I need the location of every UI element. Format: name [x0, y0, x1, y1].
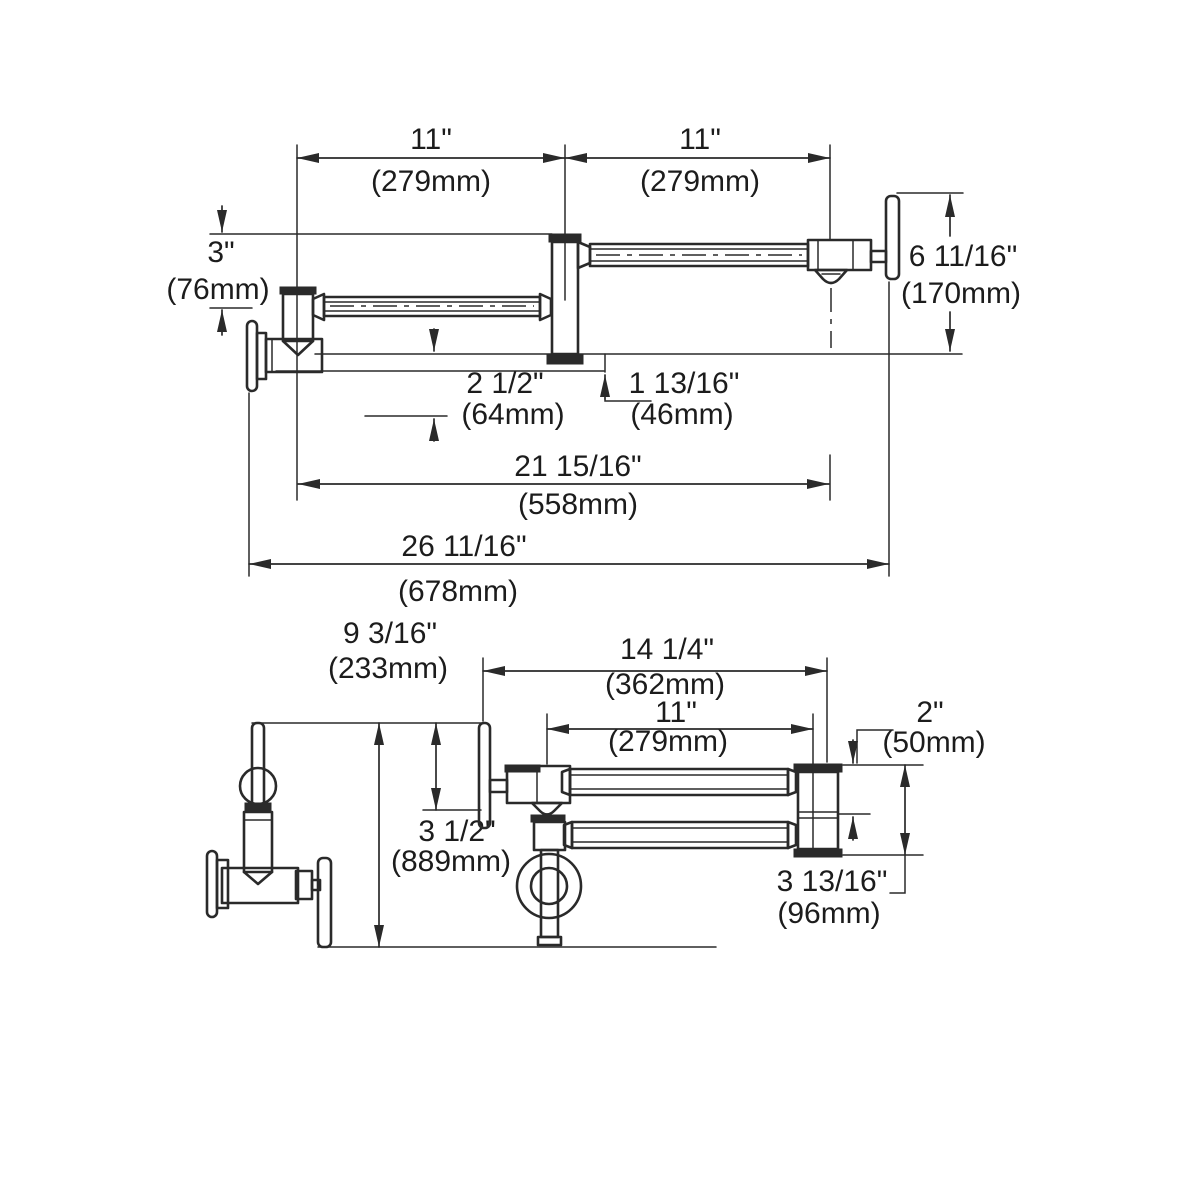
spout-ring-inner: [529, 866, 569, 906]
upper-arm-pipe: [568, 767, 790, 797]
lever-handle: [884, 194, 901, 281]
pipe-collar: [786, 767, 798, 797]
wall-flange: [205, 849, 219, 919]
pipe-collar: [786, 820, 798, 850]
plan-view-drawing: 11" (279mm) 11" (279mm) 3" (76mm) 6 11/1…: [166, 123, 1021, 608]
spout-tip: [536, 935, 563, 947]
dim-arm1-inches: 11": [410, 123, 452, 156]
dim-joint-spacing-inches: 2": [916, 696, 943, 729]
elbow-base-cap: [546, 353, 584, 365]
spout-nozzle: [530, 801, 564, 816]
dim-overall-height-inches: 9 3/16": [343, 617, 437, 650]
elbow-bottom-cap: [793, 848, 843, 858]
flange-collar: [215, 858, 230, 910]
dim-spout-clearance-mm: (46mm): [630, 398, 733, 431]
dim-joint-height-inches: 3 13/16": [777, 865, 888, 898]
spout-nozzle: [813, 268, 849, 285]
dim-joint-spacing-mm: (50mm): [882, 726, 985, 759]
folded-lever-handle: [477, 721, 492, 830]
lower-arm-pipe: [570, 820, 790, 850]
dim-folded-projection-inches: 14 1/4": [620, 633, 714, 666]
bonnet-nut: [244, 802, 272, 813]
dim-handle-drop-mm: (889mm): [391, 845, 511, 878]
dim-body-clearance-mm: (64mm): [461, 398, 564, 431]
flange-collar: [255, 331, 268, 381]
dim-handle-height-mm: (170mm): [901, 277, 1021, 310]
side-faucet: [205, 721, 843, 949]
dim-handle-drop-inches: 3 1/2": [418, 815, 495, 848]
wall-flange: [245, 319, 259, 393]
riser-chamfer: [242, 870, 274, 886]
leader-line: [889, 854, 906, 894]
riser-chamfer: [281, 339, 315, 357]
riser-tee: [281, 292, 315, 343]
dim-center-reach-mm: (558mm): [518, 488, 638, 521]
dim-arm-length-inches: 11": [655, 696, 697, 729]
spout-tube: [539, 848, 560, 939]
dim-inlet-offset-mm: (76mm): [166, 273, 269, 306]
folding-elbow: [796, 770, 840, 851]
leader-line: [604, 398, 652, 402]
handle-stem: [869, 249, 888, 264]
dim-arm2-mm: (279mm): [640, 165, 760, 198]
dim-overall-reach-mm: (678mm): [398, 575, 518, 608]
spout-ring-outer: [515, 852, 583, 920]
dim-handle-height-inches: 6 11/16": [909, 240, 1018, 273]
dim-overall-height-mm: (233mm): [328, 652, 448, 685]
dim-joint-height-mm: (96mm): [777, 897, 880, 930]
handle-stem: [310, 878, 322, 892]
pipe-collar: [576, 240, 592, 270]
dim-arm1-mm: (279mm): [371, 165, 491, 198]
side-view-drawing: 9 3/16" (233mm) 3 1/2" (889mm) 14 1/4" (…: [205, 617, 986, 949]
dim-arm2-inches: 11": [679, 123, 721, 156]
dim-folded-projection-mm: (362mm): [605, 668, 725, 701]
pipe-collar: [311, 292, 326, 322]
handle-pivot-ball: [238, 766, 278, 806]
spout-elbow: [532, 820, 567, 852]
handle-stem: [488, 778, 509, 794]
dim-overall-reach-inches: 26 11/16": [401, 530, 526, 563]
dim-body-clearance-inches: 2 1/2": [466, 367, 543, 400]
inlet-tee-body: [220, 866, 300, 905]
valve-body: [264, 337, 324, 374]
valve-riser-body: [242, 810, 274, 874]
valve-handle-bar: [316, 856, 333, 949]
dim-arm-length-mm: (279mm): [608, 725, 728, 758]
pipe-collar: [538, 292, 553, 322]
dim-center-reach-inches: 21 15/16": [514, 450, 641, 483]
dim-inlet-offset-inches: 3": [207, 236, 234, 269]
plan-faucet: [245, 194, 901, 393]
dim-spout-clearance-inches: 1 13/16": [629, 367, 740, 400]
